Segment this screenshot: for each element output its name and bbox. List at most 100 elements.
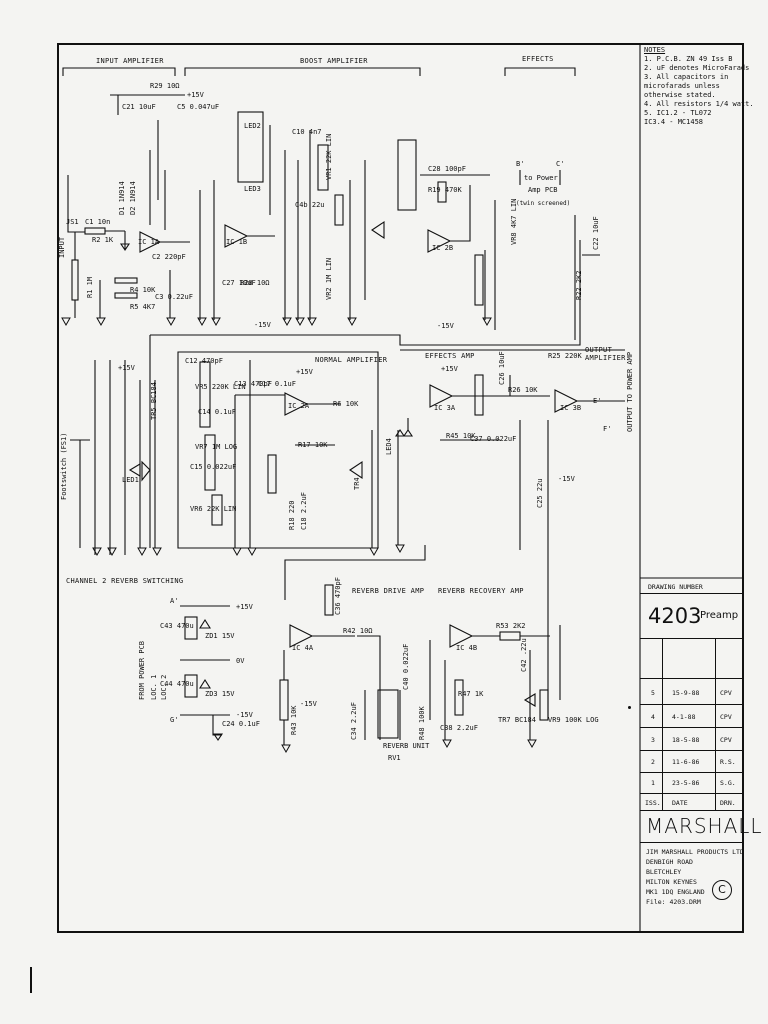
note-item: otherwise stated. xyxy=(644,91,716,99)
rev-drn: CPV xyxy=(720,736,732,744)
component-label: JS1 xyxy=(66,218,79,226)
date-header: DATE xyxy=(672,799,688,807)
component-label: C25 22u xyxy=(536,478,544,508)
component-label: R42 10Ω xyxy=(343,627,373,635)
ic-label: IC 3A xyxy=(434,404,456,412)
connector-label: B' xyxy=(516,160,525,168)
note-item: microfarads unless xyxy=(644,82,720,90)
component-label: TR5 BC184 xyxy=(150,382,158,420)
component-label: TR7 BC184 xyxy=(498,716,536,724)
address-line: BLETCHLEY xyxy=(646,868,682,876)
brand-name: MARSHALL xyxy=(646,814,763,838)
rule xyxy=(640,593,742,594)
supply-label: -15V xyxy=(300,700,317,708)
component-label: VR9 100K LOG xyxy=(548,716,599,724)
address-line: MILTON KEYNES xyxy=(646,878,697,886)
note-item: 1. P.C.B. ZN 49 Iss B xyxy=(644,55,733,63)
rev-iss: 4 xyxy=(651,713,655,721)
rev-date: 15-9-88 xyxy=(672,689,700,697)
section-normal-amplifier: NORMAL AMPLIFIER xyxy=(315,356,388,364)
rule xyxy=(640,727,742,728)
supply-label: +15V xyxy=(236,603,253,611)
component-label: C36 470pF xyxy=(334,577,342,615)
boost-amp-bracket xyxy=(184,67,421,76)
component-label: C24 0.1uF xyxy=(222,720,260,728)
component-label: R48 100K xyxy=(418,706,426,740)
footswitch-label: Footswitch (FS1) xyxy=(60,432,68,500)
note-label: to Power xyxy=(524,174,558,182)
note-item: 5. IC1.2 - TL072 xyxy=(644,109,712,117)
section-input-amplifier: INPUT AMPLIFIER xyxy=(96,57,164,65)
supply-label: -15V xyxy=(437,322,454,330)
component-label: C44 470u xyxy=(160,680,194,688)
component-label: R29 10Ω xyxy=(150,82,180,90)
component-label: R18 220 xyxy=(288,500,296,530)
rev-drn: CPV xyxy=(720,689,732,697)
section-reverb-recovery: REVERB RECOVERY AMP xyxy=(438,587,524,595)
rev-iss: 3 xyxy=(651,736,655,744)
component-label: ZD1 15V xyxy=(205,632,235,640)
note-item: 3. All capacitors in xyxy=(644,73,729,81)
component-label: LED3 xyxy=(244,185,261,193)
component-label: C13 470pF xyxy=(234,380,272,388)
rule xyxy=(640,678,742,679)
supply-label: +15V xyxy=(441,365,458,373)
rev-date: 23-5-86 xyxy=(672,779,700,787)
iss-header: ISS. xyxy=(645,799,661,807)
reverb-unit-label: RV1 xyxy=(388,754,401,762)
component-label: R47 1K xyxy=(458,690,484,698)
component-label: VR2 1M LIN xyxy=(325,257,333,300)
ic-label: IC 3B xyxy=(560,404,582,412)
supply-label: -15V xyxy=(236,711,253,719)
reverb-unit-label: REVERB UNIT xyxy=(383,742,430,750)
component-label: VR5 220K LIN xyxy=(195,383,246,391)
output-label: OUTPUT TO POWER AMP xyxy=(626,351,634,432)
supply-label: 0V xyxy=(236,657,245,665)
connector-label: F' xyxy=(603,425,612,433)
component-label: R19 470K xyxy=(428,186,462,194)
component-label: C18 2.2uF xyxy=(300,492,308,530)
rule xyxy=(640,772,742,773)
address-line: MK1 1DQ ENGLAND xyxy=(646,888,705,896)
rev-drn: R.S. xyxy=(720,758,736,766)
component-label: C26 10uF xyxy=(498,351,506,385)
ic-label: IC 4B xyxy=(456,644,478,652)
supply-label: +15V xyxy=(187,91,204,99)
ic-label: IC 4A xyxy=(292,644,314,652)
component-label: R26 10K xyxy=(508,386,538,394)
power-pcb-label: FROM POWER PCB xyxy=(138,640,146,700)
component-label: VR6 22K LIN xyxy=(190,505,237,513)
rule xyxy=(640,810,742,811)
rule xyxy=(715,638,716,810)
rule xyxy=(640,704,742,705)
notes-block: NOTES 1. P.C.B. ZN 49 Iss B 2. uF denote… xyxy=(644,46,754,127)
supply-label: +15V xyxy=(296,368,313,376)
component-label: R43 10K xyxy=(290,705,298,735)
component-label: C22 10uF xyxy=(592,216,600,250)
component-label: R6 10K xyxy=(333,400,359,408)
component-label: VR7 1M LOG xyxy=(195,443,238,451)
component-label: C12 470pF xyxy=(185,357,223,365)
rule xyxy=(662,638,663,810)
component-label: C34 2.2uF xyxy=(350,702,358,740)
component-label: C27 10uF xyxy=(222,279,256,287)
component-label: C14 0.1uF xyxy=(198,408,236,416)
component-label: C28 100pF xyxy=(428,165,466,173)
component-label: C42 .22u xyxy=(520,638,528,672)
component-label: R22 2K2 xyxy=(575,270,583,300)
component-label: VR1 22K LIN xyxy=(325,133,333,180)
note-item: 4. All resistors 1/4 watt. xyxy=(644,100,754,108)
component-label: C21 10uF xyxy=(122,103,156,111)
component-label: C3 0.22uF xyxy=(155,293,193,301)
component-label: R17 10K xyxy=(298,441,328,449)
rev-date: 11-6-86 xyxy=(672,758,700,766)
component-label: C38 2.2uF xyxy=(440,724,478,732)
rev-drn: CPV xyxy=(720,713,732,721)
component-label: LED2 xyxy=(244,122,261,130)
component-label: C1 10n xyxy=(85,218,111,226)
address-line: File: 4203.DRM xyxy=(646,898,701,906)
ic-label: IC 1A xyxy=(138,238,160,246)
component-label: R1 1M xyxy=(86,276,94,298)
